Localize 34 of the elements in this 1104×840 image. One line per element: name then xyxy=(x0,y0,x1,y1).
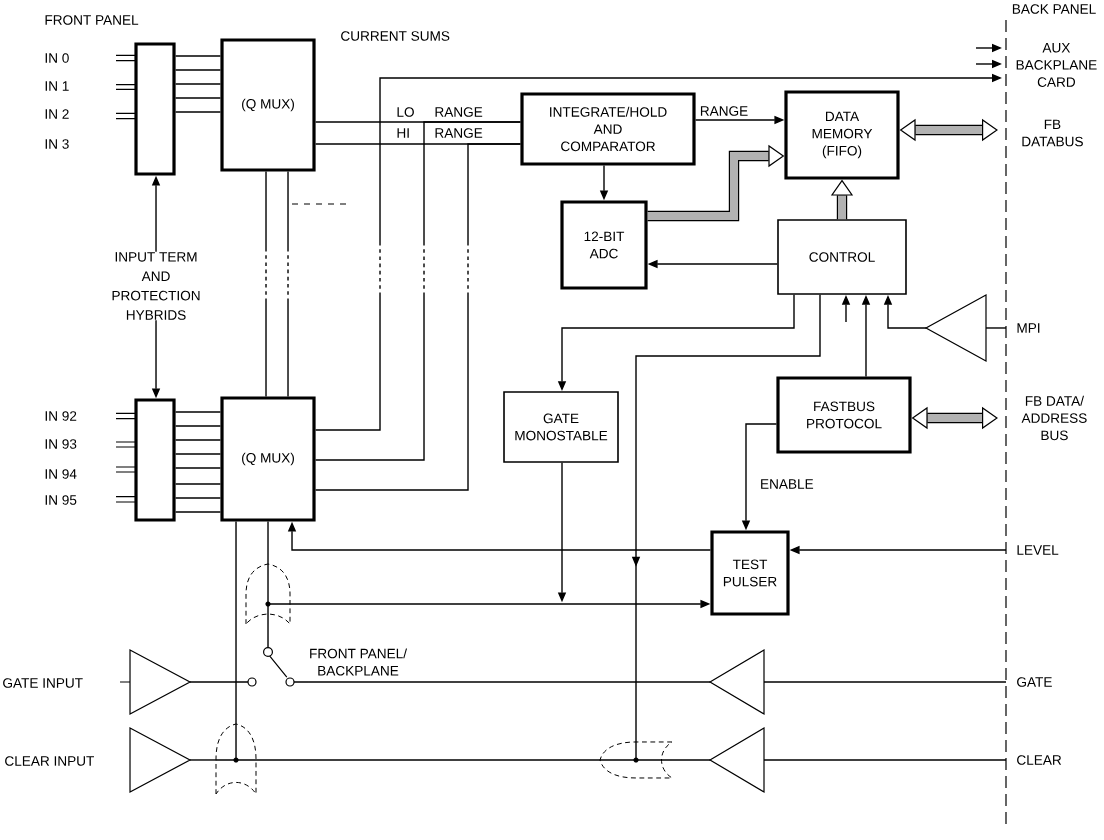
connector-line xyxy=(287,170,289,398)
connector-line xyxy=(174,69,222,71)
connector-line xyxy=(174,97,222,99)
connector-line xyxy=(174,483,222,485)
connector-line xyxy=(174,511,222,513)
connector-line xyxy=(267,520,269,565)
switch-symbol xyxy=(231,635,309,687)
connector-line xyxy=(985,327,1007,329)
connector-line xyxy=(174,453,222,455)
connector-line xyxy=(189,759,217,761)
connector-line xyxy=(763,681,1007,683)
connector-line xyxy=(174,439,222,441)
buffer-triangle xyxy=(119,649,192,715)
connector-line xyxy=(174,497,222,499)
connector-line xyxy=(174,111,222,113)
connector-line xyxy=(307,681,711,683)
buffer-triangle xyxy=(129,727,192,793)
connector-line xyxy=(671,759,711,761)
connector-line xyxy=(267,623,269,637)
connector-line xyxy=(174,425,222,427)
or-gate-symbol xyxy=(245,563,291,625)
connector-line xyxy=(265,170,267,398)
hybrid-box xyxy=(134,42,176,176)
or-gate-symbol xyxy=(215,723,257,795)
or-gate-symbol xyxy=(599,741,673,779)
connector-line xyxy=(174,467,222,469)
connector-line xyxy=(255,759,601,761)
connector-line xyxy=(174,83,222,85)
connector-line xyxy=(189,681,233,683)
connector-line xyxy=(174,411,222,413)
connector-line xyxy=(235,520,237,725)
hybrid-box xyxy=(134,398,176,522)
connector-line xyxy=(763,759,1007,761)
connector-line xyxy=(174,55,222,57)
